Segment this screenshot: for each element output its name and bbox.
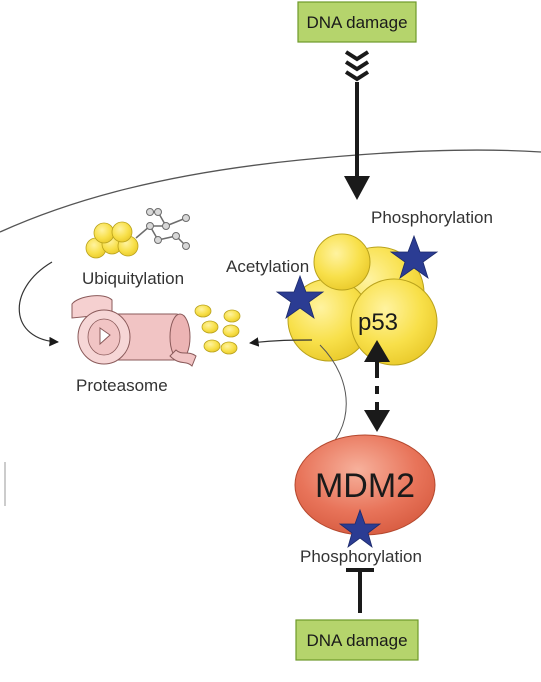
proteasome-label: Proteasome xyxy=(76,376,168,395)
star-icon xyxy=(389,234,439,280)
p53-mdm2-interaction-arrow xyxy=(364,340,390,432)
phosphorylation-label-mdm2: Phosphorylation xyxy=(300,547,422,566)
star-icon xyxy=(338,508,382,549)
star-icon xyxy=(275,274,325,320)
proteasome-icon xyxy=(71,295,197,367)
ubiquitylation-label: Ubiquitylation xyxy=(82,269,184,288)
p53-label: p53 xyxy=(358,309,398,336)
mdm2-protein: MDM2 xyxy=(294,434,436,536)
ubiquitin-chain-icon xyxy=(85,208,190,259)
ubiquitin-to-proteasome-arrow xyxy=(18,261,59,347)
p53-to-proteasome-arrow xyxy=(249,337,313,347)
chevron-icon xyxy=(344,50,370,82)
dna-damage-activation-arrow xyxy=(344,82,370,200)
dna-damage-bottom-label: DNA damage xyxy=(306,631,407,650)
p53-complex: p53 xyxy=(287,233,438,366)
phosphorylation-label-p53: Phosphorylation xyxy=(371,208,493,227)
mdm2-label: MDM2 xyxy=(315,467,415,505)
cell-membrane xyxy=(0,149,541,233)
dna-damage-box-top: DNA damage xyxy=(297,1,417,43)
dna-damage-box-bottom: DNA damage xyxy=(295,619,419,661)
peptide-fragment-icon xyxy=(194,304,241,355)
dna-damage-top-label: DNA damage xyxy=(306,13,407,32)
acetylation-label: Acetylation xyxy=(226,257,309,276)
inhibition-bar xyxy=(346,568,374,613)
